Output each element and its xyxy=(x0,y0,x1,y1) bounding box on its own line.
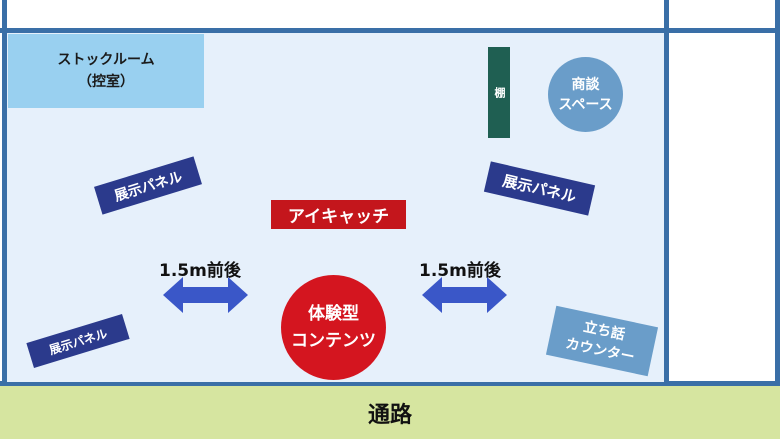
top-wall xyxy=(0,28,780,33)
right-wall xyxy=(775,0,780,386)
experience-sublabel: コンテンツ xyxy=(291,330,376,351)
distance-label-right: 1.5m前後 xyxy=(419,261,501,281)
distance-label-left: 1.5m前後 xyxy=(159,261,241,281)
stock-room: ストックルーム （控室） xyxy=(8,34,204,108)
experience-content: 体験型 コンテンツ xyxy=(281,275,386,380)
stock-room-sublabel: （控室） xyxy=(78,74,134,90)
shelf: 棚 xyxy=(488,47,510,138)
experience-label: 体験型 xyxy=(308,303,359,324)
aisle-label: 通路 xyxy=(367,402,412,428)
partition-wall xyxy=(664,0,669,386)
eye-catch-label: アイキャッチ xyxy=(287,207,390,227)
double-arrow-left xyxy=(163,277,248,313)
meeting-space: 商談 スペース xyxy=(548,57,623,132)
bottom-wall xyxy=(0,381,780,386)
aisle: 通路 xyxy=(0,386,780,439)
left-wall xyxy=(2,0,7,386)
double-arrow-right xyxy=(422,277,507,313)
eye-catch: アイキャッチ xyxy=(271,200,406,229)
stock-room-label: ストックルーム xyxy=(57,52,155,68)
meeting-space-label: 商談 xyxy=(571,76,600,93)
shelf-label: 棚 xyxy=(493,87,506,98)
meeting-space-sublabel: スペース xyxy=(558,96,613,113)
